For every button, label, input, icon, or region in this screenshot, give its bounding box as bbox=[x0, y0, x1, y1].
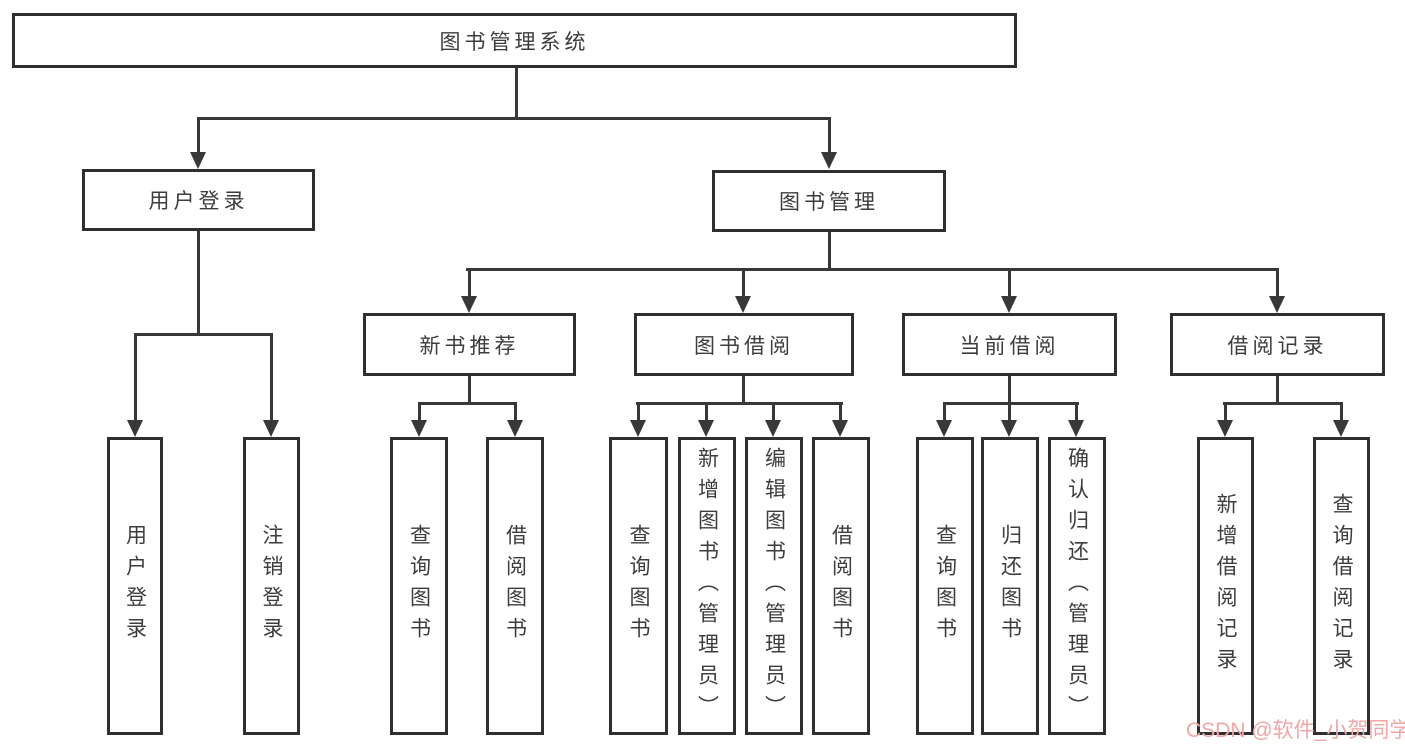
arrowhead-borrowrecord bbox=[1269, 296, 1285, 313]
arrowhead-ullogin bbox=[127, 420, 143, 437]
node-return-book-label: 归还图书 bbox=[998, 524, 1022, 648]
node-query-borrow-record-label: 查询借阅记录 bbox=[1330, 493, 1353, 679]
connector-newbook-hline bbox=[418, 402, 517, 405]
arrowhead-bbborrow bbox=[832, 420, 848, 437]
connector-ullogout-stub bbox=[270, 333, 273, 420]
node-edit-book-admin-label: 编辑图书（管理员） bbox=[762, 446, 786, 726]
connector-borrowrecord-hline bbox=[1223, 402, 1343, 405]
connector-bbborrow-stub bbox=[839, 402, 842, 421]
node-borrow-borrow-book: 借阅图书 bbox=[812, 437, 870, 735]
node-new-book-recommend: 新书推荐 bbox=[363, 313, 576, 376]
node-book-management: 图书管理 bbox=[712, 170, 946, 232]
node-borrow-record: 借阅记录 bbox=[1170, 313, 1385, 376]
connector-borrowrecord-stub bbox=[1276, 268, 1279, 297]
arrowhead-cbquery bbox=[936, 420, 952, 437]
arrowhead-userlogin bbox=[190, 152, 206, 169]
node-add-borrow-record: 新增借阅记录 bbox=[1197, 437, 1254, 735]
connector-cbquery-stub bbox=[943, 402, 946, 421]
arrowhead-ullogout bbox=[263, 420, 279, 437]
connector-cbreturn-stub bbox=[1008, 402, 1011, 421]
connector-root-vline bbox=[515, 68, 518, 120]
node-book-borrow: 图书借阅 bbox=[634, 313, 854, 376]
node-borrow-borrow-book-label: 借阅图书 bbox=[829, 524, 853, 648]
connector-level2-hline bbox=[466, 268, 1279, 271]
connector-brquery-stub bbox=[1340, 402, 1343, 421]
node-root: 图书管理系统 bbox=[12, 13, 1017, 68]
arrowhead-nbquery bbox=[411, 420, 427, 437]
node-add-book-admin-label: 新增图书（管理员） bbox=[695, 446, 719, 726]
node-logout: 注销登录 bbox=[243, 437, 300, 735]
node-return-book: 归还图书 bbox=[981, 437, 1039, 735]
node-borrow-record-label: 借阅记录 bbox=[1227, 334, 1328, 358]
connector-bbedit-stub bbox=[772, 402, 775, 421]
node-root-label: 图书管理系统 bbox=[439, 30, 590, 54]
connector-bradd-stub bbox=[1224, 402, 1227, 421]
arrowhead-nbborrow bbox=[507, 420, 523, 437]
connector-ullogin-stub bbox=[134, 333, 137, 420]
arrowhead-newbook bbox=[461, 296, 477, 313]
connector-bookborrow-stub bbox=[742, 268, 745, 297]
node-edit-book-admin: 编辑图书（管理员） bbox=[745, 437, 803, 735]
connector-userlogin-stub bbox=[197, 117, 200, 155]
connector-borrowrecord-vline bbox=[1276, 376, 1279, 404]
arrowhead-brquery bbox=[1333, 420, 1349, 437]
node-current-borrow-label: 当前借阅 bbox=[959, 334, 1060, 358]
node-borrow-query-book-label: 查询图书 bbox=[627, 524, 650, 648]
node-user-login-leaf: 用户登录 bbox=[107, 437, 163, 735]
arrowhead-cbconfirm bbox=[1068, 420, 1084, 437]
connector-nbquery-stub bbox=[418, 402, 421, 421]
arrowhead-bradd bbox=[1217, 420, 1233, 437]
connector-nbborrow-stub bbox=[514, 402, 517, 421]
node-user-login-leaf-label: 用户登录 bbox=[123, 524, 147, 648]
node-confirm-return-admin: 确认归还（管理员） bbox=[1048, 437, 1106, 735]
node-newbook-borrow-book: 借阅图书 bbox=[486, 437, 544, 735]
connector-bookmgmt-vline bbox=[828, 232, 831, 270]
connector-bookborrow-hline bbox=[636, 402, 843, 405]
connector-currentborrow-hline bbox=[943, 402, 1079, 405]
node-newbook-query-book: 查询图书 bbox=[390, 437, 448, 735]
node-confirm-return-admin-label: 确认归还（管理员） bbox=[1065, 446, 1089, 726]
node-add-borrow-record-label: 新增借阅记录 bbox=[1214, 493, 1237, 679]
node-current-query-book: 查询图书 bbox=[916, 437, 974, 735]
node-book-management-label: 图书管理 bbox=[779, 191, 879, 214]
arrowhead-bookmgmt bbox=[821, 152, 837, 169]
node-logout-label: 注销登录 bbox=[260, 524, 283, 648]
node-add-book-admin: 新增图书（管理员） bbox=[678, 437, 736, 735]
connector-newbook-stub bbox=[468, 268, 471, 297]
arrowhead-cbreturn bbox=[1001, 420, 1017, 437]
arrowhead-currentborrow bbox=[1001, 296, 1017, 313]
arrowhead-bbedit bbox=[765, 420, 781, 437]
connector-newbook-vline bbox=[468, 376, 471, 404]
arrowhead-bookborrow bbox=[735, 296, 751, 313]
node-current-borrow: 当前借阅 bbox=[902, 313, 1117, 376]
connector-cbconfirm-stub bbox=[1075, 402, 1078, 421]
node-query-borrow-record: 查询借阅记录 bbox=[1313, 437, 1370, 735]
connector-bookmgmt-stub bbox=[828, 117, 831, 155]
node-current-query-book-label: 查询图书 bbox=[933, 524, 957, 648]
node-newbook-query-book-label: 查询图书 bbox=[407, 524, 431, 648]
watermark: CSDN @软件_小贺同学 bbox=[1186, 719, 1405, 742]
connector-bookborrow-vline bbox=[742, 376, 745, 404]
arrowhead-bbquery bbox=[630, 420, 646, 437]
node-user-login: 用户登录 bbox=[82, 169, 315, 231]
node-user-login-label: 用户登录 bbox=[148, 190, 249, 213]
node-book-borrow-label: 图书借阅 bbox=[694, 334, 794, 358]
arrowhead-bbadd bbox=[698, 420, 714, 437]
connector-level1-hline bbox=[197, 117, 831, 120]
connector-bbquery-stub bbox=[637, 402, 640, 421]
node-borrow-query-book: 查询图书 bbox=[609, 437, 668, 735]
connector-userlogin-vline bbox=[197, 231, 200, 335]
connector-currentborrow-vline bbox=[1008, 376, 1011, 404]
node-newbook-borrow-book-label: 借阅图书 bbox=[503, 524, 527, 648]
connector-userlogin-hline bbox=[134, 333, 272, 336]
node-new-book-recommend-label: 新书推荐 bbox=[419, 334, 520, 358]
connector-currentborrow-stub bbox=[1008, 268, 1011, 297]
connector-bbadd-stub bbox=[705, 402, 708, 421]
